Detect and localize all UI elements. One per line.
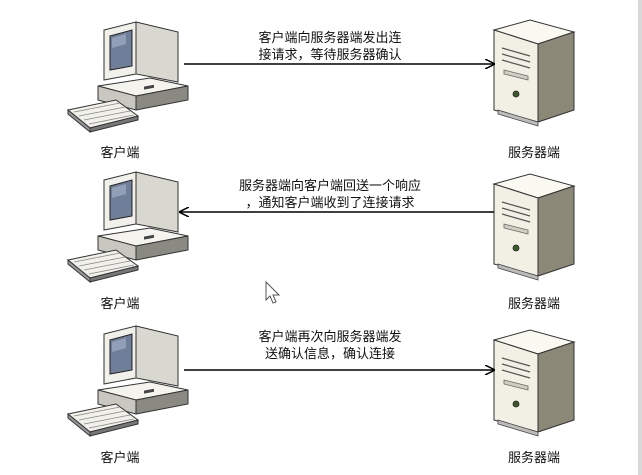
step3-client-label: 客户端 <box>100 451 140 466</box>
step1-client-label: 客户端 <box>100 146 140 161</box>
client-computer-icon <box>67 171 189 283</box>
client-computer-icon <box>67 325 189 437</box>
server-tower-icon <box>493 173 575 281</box>
step1-message-line1: 客户端向服务器端发出连 <box>258 31 402 46</box>
step3-server-label: 服务器端 <box>507 451 560 466</box>
step2-client-label: 客户端 <box>100 297 140 312</box>
mouse-cursor-icon <box>265 280 281 304</box>
right-border <box>638 0 642 475</box>
step2-message-line1: 服务器端向客户端回送一个响应 <box>238 179 421 194</box>
step1-message-line2: 接请求，等待服务器确认 <box>258 48 402 63</box>
step3-message-line2: 送确认信息，确认连接 <box>264 347 395 362</box>
step3-message-line1: 客户端再次向服务器端发 <box>258 330 402 345</box>
step1-server-label: 服务器端 <box>507 146 560 161</box>
step2-server-label: 服务器端 <box>507 297 560 312</box>
step3-message: 客户端再次向服务器端发 送确认信息，确认连接 <box>200 329 460 363</box>
server-tower-icon <box>493 329 575 437</box>
step1-message: 客户端向服务器端发出连 接请求，等待服务器确认 <box>200 30 460 64</box>
client-computer-icon <box>67 21 189 133</box>
step2-message-line2: ，通知客户端收到了连接请求 <box>245 196 415 211</box>
step2-message: 服务器端向客户端回送一个响应 ，通知客户端收到了连接请求 <box>200 178 460 212</box>
server-tower-icon <box>493 19 575 127</box>
